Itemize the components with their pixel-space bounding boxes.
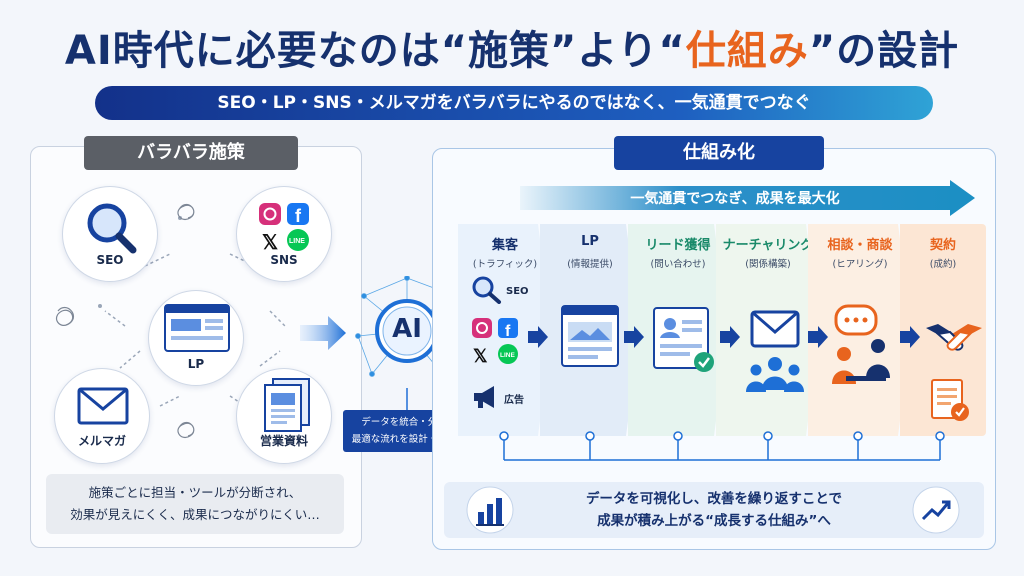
node-label: 営業資料 — [259, 434, 308, 448]
webpage-icon — [164, 304, 230, 352]
stage-title: 集客 — [491, 238, 518, 253]
channel-seo-label: SEO — [506, 286, 529, 297]
stage-subtitle: (トラフィック) — [472, 259, 538, 270]
note-line: 効果が見えにくく、成果につながりにくい… — [70, 507, 320, 522]
stage-title: 相談・商談 — [827, 238, 893, 253]
tangle-icon — [56, 203, 195, 438]
title-part: ”より“ — [550, 28, 686, 74]
ai-connector — [406, 388, 408, 410]
stage-title: 契約 — [929, 238, 956, 253]
sns-icons: f 𝕏 LINE — [259, 203, 309, 254]
node-sns: f 𝕏 LINE SNS — [236, 186, 332, 282]
feedback-connectors — [499, 431, 945, 461]
svg-text:LINE: LINE — [289, 238, 305, 245]
stage-title: リード獲得 — [645, 238, 711, 253]
node-lp: LP — [148, 290, 244, 386]
summary-line: 成果が積み上がる“成長する仕組み”へ — [597, 513, 831, 529]
megaphone-icon — [474, 386, 494, 408]
instagram-icon — [472, 318, 492, 338]
sns-icons: f 𝕏 LINE — [472, 318, 518, 366]
ai-hub-icon — [355, 276, 459, 379]
right-panel-label: 仕組み化 — [614, 136, 824, 170]
line-icon — [287, 229, 309, 251]
summary-line: データを可視化し、改善を繰り返すことで — [585, 491, 843, 507]
stage-title: LP — [581, 234, 599, 249]
x-icon: 𝕏 — [473, 346, 488, 366]
ai-label: AI — [392, 314, 422, 344]
instagram-icon — [259, 203, 281, 225]
person-icon — [871, 339, 885, 353]
left-note: 施策ごとに担当・ツールが分断され、 効果が見えにくく、成果につながりにくい… — [46, 474, 344, 534]
facebook-icon — [287, 203, 309, 225]
group-icon — [746, 357, 804, 392]
bottom-summary: データを可視化し、改善を繰り返すことで 成果が積み上がる“成長する仕組み”へ — [444, 482, 984, 538]
title-part: ”の設計 — [808, 28, 960, 74]
facebook-icon — [498, 318, 518, 338]
svg-text:f: f — [505, 323, 511, 340]
channel-ad-label: 広告 — [504, 395, 524, 406]
consultation-icon — [832, 304, 890, 384]
stage-subtitle: (情報提供) — [567, 259, 613, 270]
stage-subtitle: (ヒアリング) — [832, 259, 888, 270]
documents-icon — [264, 378, 310, 432]
stage-title: ナーチャリング — [722, 238, 814, 253]
title-word-shisaku: 施策 — [468, 28, 551, 74]
person-icon — [837, 347, 851, 361]
stage-arrows — [528, 326, 920, 348]
stage-subtitle: (成約) — [929, 259, 957, 270]
webpage-icon — [561, 305, 619, 367]
flow-banner-text: 一気通貫でつなぎ、成果を最大化 — [630, 191, 840, 207]
contract-doc-icon — [931, 379, 969, 421]
stage-subtitle: (関係構築) — [745, 259, 791, 270]
node-label: SNS — [270, 253, 298, 267]
x-icon: 𝕏 — [262, 232, 278, 254]
arrow-to-ai — [300, 316, 346, 350]
handshake-icon — [926, 324, 982, 351]
magnifier-icon — [472, 276, 501, 304]
scatter-arrows — [56, 203, 294, 438]
magnifier-icon — [87, 203, 137, 254]
svg-text:LINE: LINE — [500, 352, 515, 359]
node-sales-docs: 営業資料 — [236, 368, 332, 464]
lead-form-icon — [653, 307, 714, 372]
subtitle-banner: SEO・LP・SNS・メルマガをバラバラにやるのではなく、一気通貫でつなぐ — [95, 86, 933, 120]
flow-banner-arrow — [520, 180, 975, 216]
nurturing-icons — [746, 310, 804, 392]
note-line: 施策ごとに担当・ツールが分断され、 — [88, 485, 302, 500]
svg-text:f: f — [295, 206, 302, 226]
left-panel-label: バラバラ施策 — [84, 136, 298, 170]
node-label: SEO — [96, 253, 124, 267]
ai-caption-line: データを統合・分析 — [361, 417, 447, 428]
stage-subtitle: (問い合わせ) — [650, 259, 706, 270]
node-seo: SEO — [62, 186, 158, 282]
trend-up-icon — [912, 486, 960, 534]
bar-chart-icon — [466, 486, 514, 534]
title-word-shikumi: 仕組み — [685, 28, 809, 74]
title-part: AI時代に必要なのは“ — [64, 28, 469, 74]
node-label: LP — [187, 357, 205, 371]
node-label: メルマガ — [77, 434, 126, 448]
check-icon — [694, 352, 714, 372]
ai-caption-line: 最適な流れを設計・改善 — [351, 434, 457, 445]
page-title: AI時代に必要なのは“施策”より“仕組み”の設計 — [0, 18, 1024, 76]
line-icon — [498, 344, 518, 364]
node-mail: メルマガ — [54, 368, 150, 464]
envelope-icon — [77, 387, 129, 425]
